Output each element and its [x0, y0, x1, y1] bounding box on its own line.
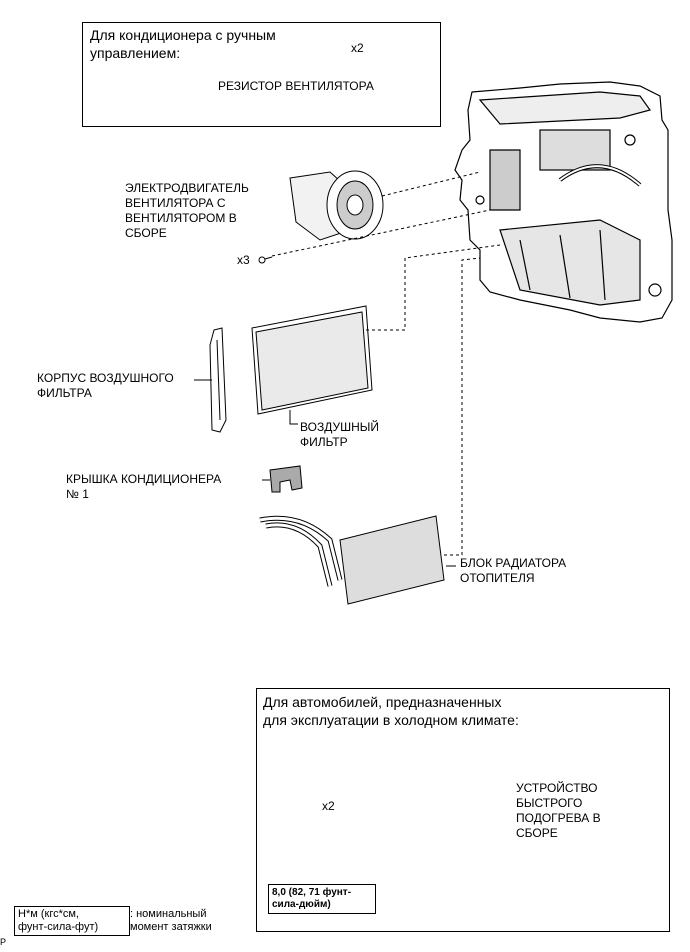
screw-icon: [258, 256, 273, 264]
torque-value-box: 8,0 (82, 71 фунт- сила-дюйм): [268, 884, 376, 914]
ac-cover-drawing: [269, 465, 303, 493]
leader-lines: [271, 171, 501, 556]
air-filter-label: ВОЗДУШНЫЙ ФИЛЬТР: [300, 420, 379, 449]
torque-legend-units: Н*м (кгс*см, фунт-сила-фут): [14, 906, 130, 936]
blower-motor-drawing: [289, 170, 384, 241]
manual-ac-header: Для кондиционера с ручным управлением:: [90, 27, 276, 61]
blower-qty: x3: [237, 253, 250, 267]
cold-climate-header: Для автомобилей, предназначенных для экс…: [263, 694, 519, 728]
air-filter-drawing: [251, 305, 373, 415]
manual-ac-box: [82, 22, 441, 127]
corner-mark: P: [0, 937, 7, 947]
ac-cover-label: КРЫШКА КОНДИЦИОНЕРА № 1: [66, 472, 222, 501]
heater-qty: x2: [322, 799, 335, 813]
resistor-qty: x2: [351, 41, 364, 55]
fan-resistor-label: РЕЗИСТОР ВЕНТИЛЯТОРА: [218, 79, 374, 93]
filter-case-drawing: [209, 327, 227, 433]
heater-core-label: БЛОК РАДИАТОРА ОТОПИТЕЛЯ: [460, 556, 567, 585]
filter-case-label: КОРПУС ВОЗДУШНОГО ФИЛЬТРА: [37, 371, 174, 400]
hvac-unit-housing: [454, 81, 673, 323]
blower-motor-label: ЭЛЕКТРОДВИГАТЕЛЬ ВЕНТИЛЯТОРА С ВЕНТИЛЯТО…: [125, 181, 249, 240]
quick-heater-label: УСТРОЙСТВО БЫСТРОГО ПОДОГРЕВА В СБОРЕ: [516, 781, 601, 840]
label-leaders: [194, 379, 456, 567]
heater-core-drawing: [259, 515, 445, 605]
torque-legend-description: : номинальный момент затяжки: [130, 908, 212, 933]
